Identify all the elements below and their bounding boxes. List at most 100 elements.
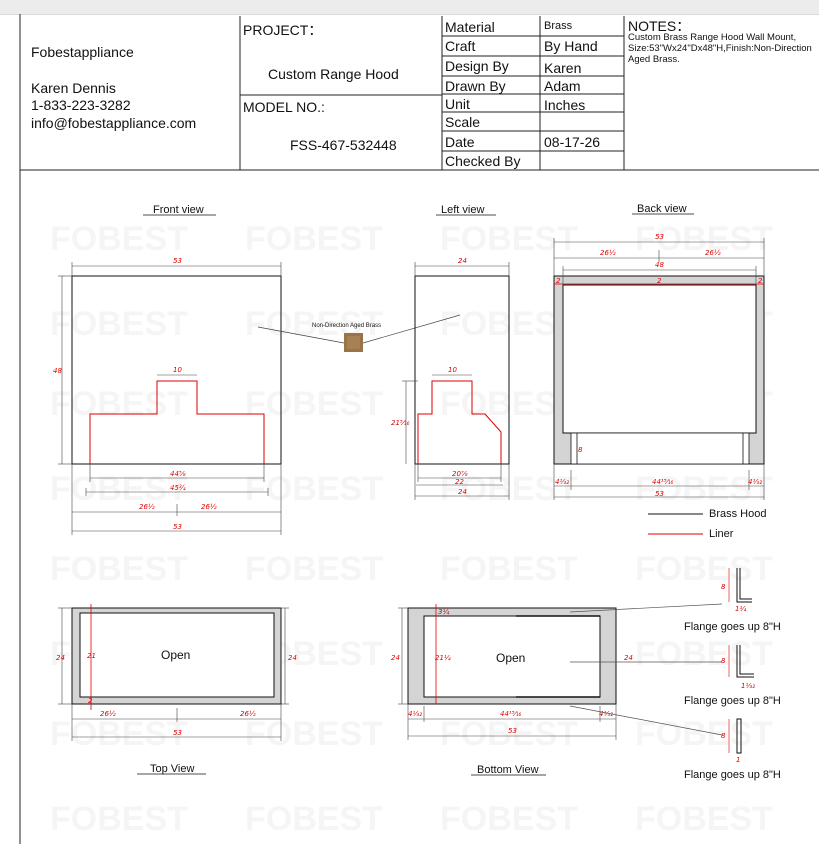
bottom-overall-dim: 53 <box>508 727 517 735</box>
flange1-thick-dim: 1¼ <box>735 605 746 613</box>
bottom-view-open-label: Open <box>496 651 526 665</box>
spec-value-craft: By Hand <box>544 38 598 54</box>
left-liner-height-dim: 21⁵⁄₁₆ <box>391 419 410 427</box>
bottom-view-title: Bottom View <box>477 764 539 776</box>
watermark-text: FOBEST <box>440 715 578 753</box>
legend-brass-hood: Brass Hood <box>709 508 767 520</box>
back-overall-dim: 53 <box>655 490 664 498</box>
viewer-toolbar <box>0 0 819 15</box>
front-liner-width2-dim: 45¾ <box>170 484 186 492</box>
flange-details-drawing: 8 1¼ 8 1⅓₂ 8 1 <box>569 568 755 764</box>
watermark-text: FOBEST <box>440 220 578 258</box>
watermark-text: FOBEST <box>50 470 188 508</box>
contact-name: Karen Dennis <box>31 80 116 96</box>
front-top-width-dim: 10 <box>173 366 182 374</box>
spec-value-material: Brass <box>544 20 573 32</box>
watermark-text: FOBEST <box>245 550 383 588</box>
watermark-text: FOBEST <box>245 800 383 838</box>
flange3-height-dim: 8 <box>721 732 726 740</box>
left-liner-depth-dim: 20⅞ <box>452 470 468 478</box>
contact-email: info@fobestappliance.com <box>31 115 197 131</box>
watermark-text: FOBEST <box>635 220 773 258</box>
title-block <box>20 16 819 171</box>
left-view-drawing: 24 10 21⁵⁄₁₆ 20⅞ 22 24 <box>391 257 510 500</box>
left-overall-dim: 24 <box>458 488 467 496</box>
spec-label-drawn: Drawn By <box>445 78 506 94</box>
spec-label-unit: Unit <box>445 96 470 112</box>
left-depth-dim: 24 <box>458 257 467 265</box>
flange-label-3: Flange goes up 8"H <box>684 769 781 781</box>
watermark-text: FOBEST <box>50 385 188 423</box>
top-inner-depth-dim: 21 <box>87 652 96 660</box>
finish-callout-drawing <box>257 314 461 352</box>
back-half-left-dim: 26½ <box>600 249 616 257</box>
finish-callout-label: Non-Direction Aged Brass <box>312 323 382 329</box>
front-view-title: Front view <box>153 204 204 216</box>
flange-label-2: Flange goes up 8"H <box>684 695 781 707</box>
bottom-right-gap-dim: 4⅓₂ <box>599 710 613 718</box>
top-offset-dim: 2 <box>88 697 93 705</box>
bottom-left-gap-dim: 4⅓₂ <box>408 710 422 718</box>
watermark-text: FOBEST <box>245 220 383 258</box>
back-side-right-dim: 2 <box>758 277 763 285</box>
back-left-gap-dim: 4⅓₂ <box>555 478 569 486</box>
top-depth-dim: 24 <box>56 654 65 662</box>
watermark-text: FOBEST <box>50 305 188 343</box>
contact-phone: 1-833-223-3282 <box>31 97 131 113</box>
legend-liner: Liner <box>709 528 734 540</box>
flange-label-1: Flange goes up 8"H <box>684 621 781 633</box>
spec-label-date: Date <box>445 134 475 150</box>
model-label: MODEL NO.: <box>243 99 325 115</box>
top-view-drawing: 24 21 24 2 26½ 26½ 53 <box>56 604 297 741</box>
left-top-depth-dim: 10 <box>448 366 457 374</box>
spec-value-drawn: Adam <box>544 78 581 94</box>
top-overall-dim: 53 <box>173 729 182 737</box>
watermark-text: FOBEST <box>440 550 578 588</box>
top-depth-right-dim: 24 <box>288 654 297 662</box>
bottom-top-offset-dim: 3¼ <box>438 608 449 616</box>
back-side-mid-dim: 2 <box>657 277 662 285</box>
spec-label-material: Material <box>445 19 495 35</box>
flange1-height-dim: 8 <box>721 583 726 591</box>
project-label: PROJECT： <box>243 22 323 38</box>
front-height-dim: 48 <box>53 367 62 375</box>
back-width-dim: 53 <box>655 233 664 241</box>
watermark-text: FOBEST <box>50 550 188 588</box>
spec-value-design: Karen <box>544 60 582 76</box>
top-half-left-dim: 26½ <box>100 710 116 718</box>
watermark-text: FOBEST <box>245 470 383 508</box>
watermark-text: FOBEST <box>440 800 578 838</box>
watermark-text: FOBEST <box>50 715 188 753</box>
company-name: Fobestappliance <box>31 44 134 60</box>
watermark-text: FOBEST <box>245 715 383 753</box>
bottom-depth-dim: 24 <box>391 654 400 662</box>
front-view-drawing: 53 48 10 44⅝ 45¾ 26½ 26½ 53 <box>53 257 282 535</box>
top-view-open-label: Open <box>161 648 191 662</box>
flange2-height-dim: 8 <box>721 657 726 665</box>
watermark-text: FOBEST <box>635 635 773 673</box>
top-view-title: Top View <box>150 763 195 775</box>
watermark-text: FOBEST <box>635 800 773 838</box>
flange2-thick-dim: 1⅓₂ <box>741 682 755 690</box>
front-half-right-dim: 26½ <box>201 503 217 511</box>
bottom-view-drawing: 24 3¼ 21¼ 24 4⅓₂ 44¹⁵⁄₁₆ 4⅓₂ 53 <box>391 604 633 740</box>
notes-body: Custom Brass Range Hood Wall Mount, Size… <box>628 32 812 65</box>
back-inner-dim: 48 <box>655 261 664 269</box>
watermark-text: FOBEST <box>635 715 773 753</box>
back-side-left-dim: 2 <box>556 277 561 285</box>
front-liner-width-dim: 44⅝ <box>170 470 186 478</box>
spec-label-craft: Craft <box>445 38 476 54</box>
front-overall-dim: 53 <box>173 523 182 531</box>
watermark-text: FOBEST <box>635 550 773 588</box>
spec-label-design: Design By <box>445 58 509 74</box>
top-half-right-dim: 26½ <box>240 710 256 718</box>
back-view-drawing: 53 26½ 26½ 48 2 2 2 8 4⅓₂ 44¹⁵⁄₁₆ 4⅓₂ 53 <box>553 233 765 500</box>
bottom-inner-depth-dim: 21¼ <box>435 654 451 662</box>
left-view-title: Left view <box>441 204 485 216</box>
spec-value-date: 08-17-26 <box>544 134 601 150</box>
bottom-inner-width-dim: 44¹⁵⁄₁₆ <box>500 710 521 718</box>
watermark-text: FOBEST <box>635 470 773 508</box>
back-inner-bottom-dim: 44¹⁵⁄₁₆ <box>652 478 673 486</box>
back-lower-dim: 8 <box>578 446 583 454</box>
